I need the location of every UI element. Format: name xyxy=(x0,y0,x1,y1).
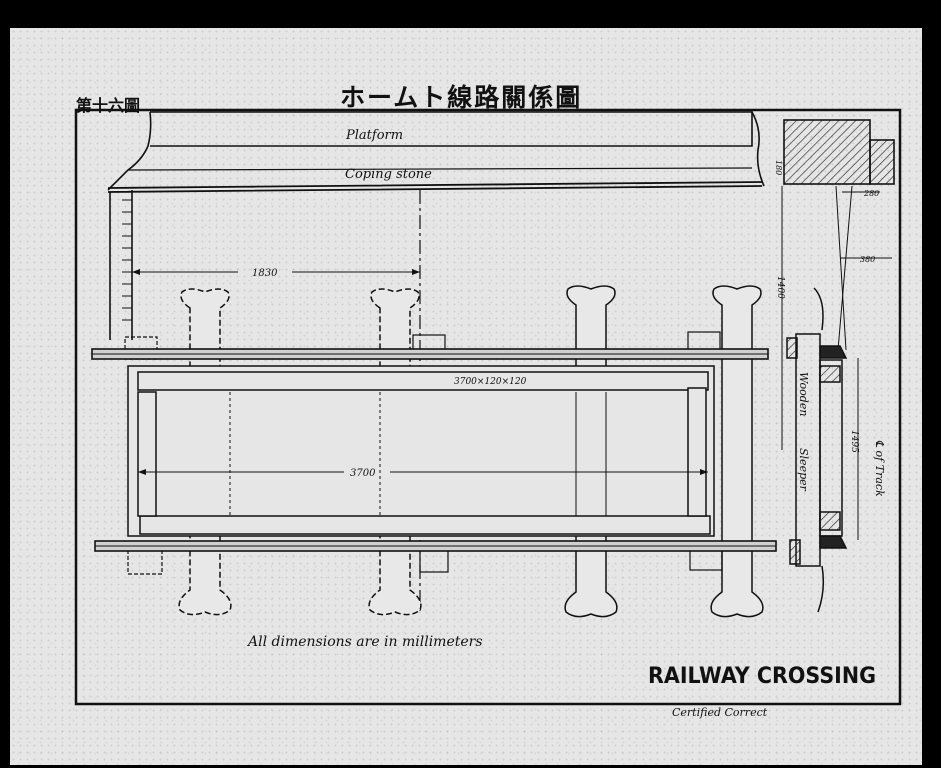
sleeper-4 xyxy=(710,285,764,618)
dimension-1830: 1830 xyxy=(132,268,420,279)
crossing-frame xyxy=(127,365,723,537)
platform-label: Platform xyxy=(345,128,403,143)
dim-1400-text: 1400 xyxy=(775,276,785,299)
dim-3700-text: 3700 xyxy=(350,468,376,479)
section-wooden-sleeper xyxy=(786,287,848,613)
beam-spec-label: 3700×120×120 xyxy=(454,377,527,387)
track-center-label: ℄ of Track xyxy=(873,440,886,497)
dim-380-text: 380 xyxy=(860,255,875,264)
section-coping-block: 180 280 380 xyxy=(774,119,895,264)
rails xyxy=(91,348,777,552)
platform-wall xyxy=(109,190,133,340)
dimensions-note: All dimensions are in millimeters xyxy=(246,634,483,650)
dim-280-text: 280 xyxy=(863,189,879,198)
dimension-3700: 3700 xyxy=(138,468,708,479)
drawing-title: ホームト線路關係圖 xyxy=(340,83,583,112)
railway-crossing-title: RAILWAY CROSSING xyxy=(648,664,876,689)
sleeper-label: Sleeper xyxy=(797,448,810,492)
wooden-label: Wooden xyxy=(797,372,810,416)
dim-180-text: 180 xyxy=(774,160,783,175)
dim-1495-text: 1495 xyxy=(849,430,859,453)
platform-section: Platform Coping stone xyxy=(107,111,765,193)
dim-1830-text: 1830 xyxy=(252,268,278,279)
section-dimensions xyxy=(781,185,859,540)
certified-correct: Certified Correct xyxy=(672,706,768,719)
coping-stone-label: Coping stone xyxy=(345,167,432,182)
drawing-border xyxy=(74,108,902,706)
